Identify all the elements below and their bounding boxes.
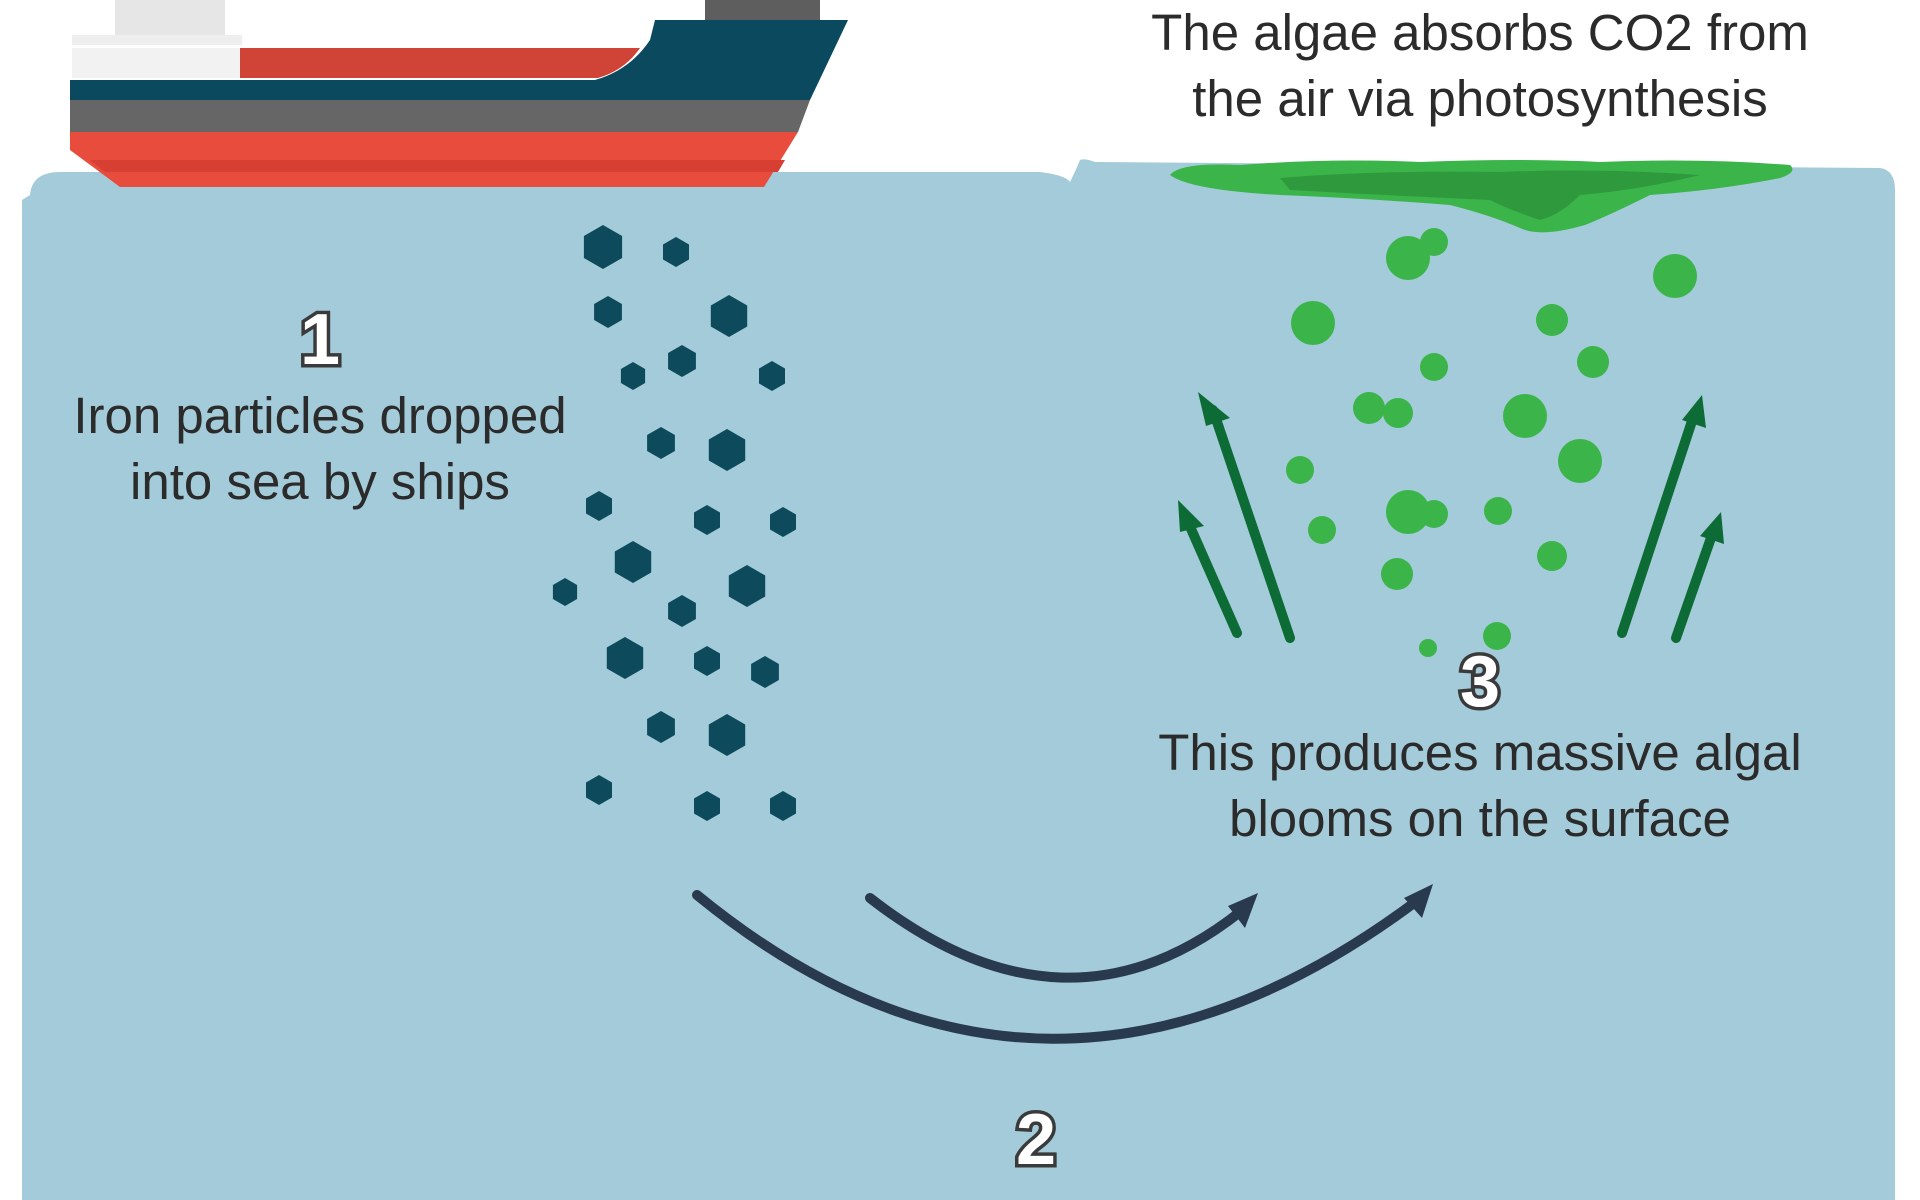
algae-bubble: [1420, 353, 1448, 381]
algae-bubble: [1419, 639, 1437, 657]
iron-particle-icon: [594, 296, 622, 328]
iron-particle-icon: [751, 656, 779, 688]
arrow-icon: [692, 884, 1433, 1044]
iron-particle-icon: [614, 541, 652, 583]
algae-bubble: [1286, 456, 1314, 484]
algae-bubble: [1420, 228, 1448, 256]
iron-particle-icon: [770, 791, 796, 821]
iron-particle-icon: [759, 361, 785, 391]
algae-bubble: [1381, 558, 1413, 590]
iron-particle-icon: [586, 491, 612, 521]
algae-bubble: [1558, 439, 1602, 483]
step-1-caption: Iron particles dropped into sea by ships: [73, 387, 567, 510]
algae-bubble: [1653, 254, 1697, 298]
iron-particle-icon: [694, 646, 720, 676]
iron-particle-icon: [694, 505, 720, 535]
iron-particle-icon: [668, 595, 696, 627]
algae-bubble: [1483, 622, 1511, 650]
arrow-icon: [865, 893, 1258, 983]
step-number-2: 2 2: [1012, 1100, 1059, 1180]
iron-particle-icon: [710, 295, 748, 337]
algae-bubble: [1386, 490, 1430, 534]
algal-bloom-icon: [1170, 160, 1793, 233]
iron-particle-icon: [586, 775, 612, 805]
algae-bubble: [1386, 236, 1430, 280]
algae-bubble: [1383, 398, 1413, 428]
iron-particle-icon: [694, 791, 720, 821]
flow-arrows: [692, 884, 1433, 1044]
sea: [22, 159, 1895, 1200]
arrow-icon: [1671, 512, 1724, 643]
iron-particle-icon: [647, 427, 675, 459]
step-number-1: 1 1: [296, 300, 343, 380]
ship-icon: [70, 0, 848, 187]
algae-bubble: [1537, 541, 1567, 571]
iron-particle-icon: [668, 345, 696, 377]
iron-particle-icon: [728, 565, 766, 607]
algae-bubble: [1536, 304, 1568, 336]
iron-particle-icon: [620, 362, 646, 390]
iron-particle-icon: [708, 429, 746, 471]
algae-bubble: [1291, 301, 1335, 345]
iron-particle-icon: [708, 714, 746, 756]
iron-particle-icon: [647, 711, 675, 743]
algae-bubble: [1353, 392, 1385, 424]
algae-bubble: [1308, 516, 1336, 544]
algae-bubble: [1503, 394, 1547, 438]
iron-particle-icon: [663, 237, 689, 267]
iron-particle-icon: [606, 637, 644, 679]
step-3-caption: This produces massive algal blooms on th…: [1158, 724, 1802, 847]
iron-particle-icon: [770, 507, 796, 537]
iron-particle-icon: [552, 578, 578, 606]
iron-particles: [552, 225, 796, 821]
step-number-3: 3 3: [1456, 642, 1503, 722]
algae-bubble: [1420, 500, 1448, 528]
algae-bubble: [1577, 346, 1609, 378]
upward-arrows: [1178, 392, 1724, 643]
arrow-icon: [1198, 392, 1295, 643]
top-caption: The algae absorbs CO2 from the air via p…: [1151, 4, 1809, 127]
arrow-icon: [1178, 500, 1242, 638]
algae-bubble: [1484, 497, 1512, 525]
arrow-icon: [1617, 395, 1706, 638]
algae-bubbles: [1286, 228, 1697, 657]
iron-particle-icon: [583, 225, 623, 269]
